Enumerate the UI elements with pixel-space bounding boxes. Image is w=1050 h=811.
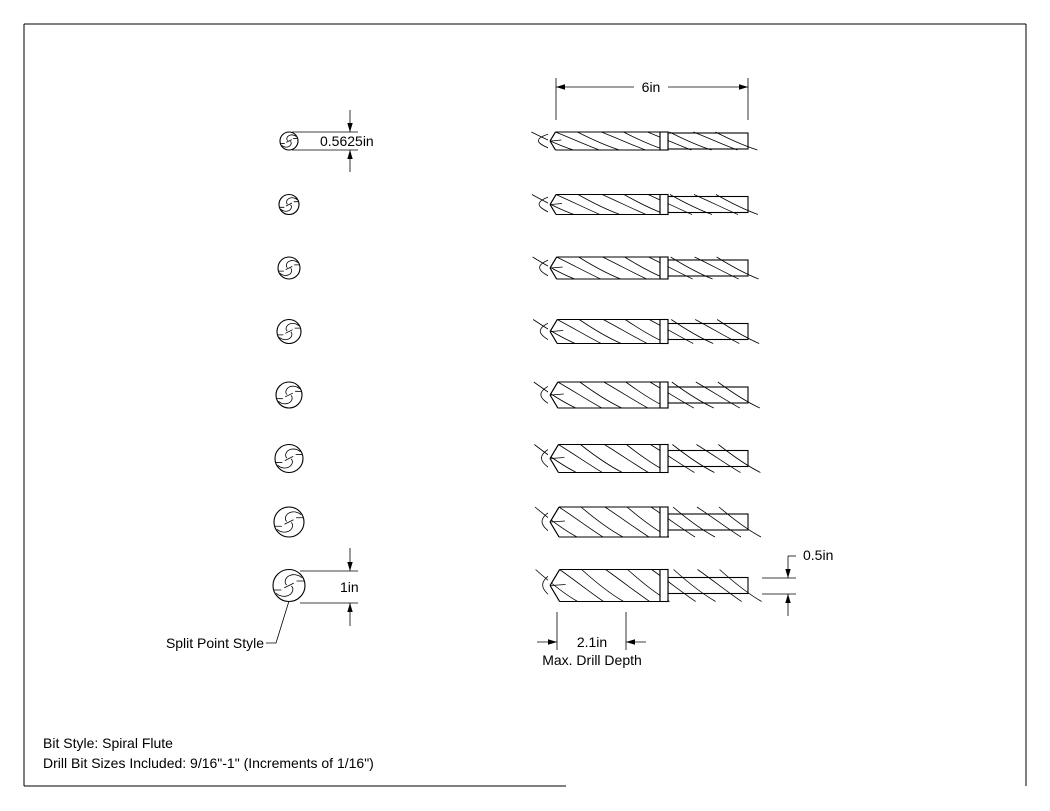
bit-side-view xyxy=(533,368,760,422)
sizes-included-note: Drill Bit Sizes Included: 9/16"-1" (Incr… xyxy=(43,755,374,771)
sheet-border xyxy=(23,23,1027,787)
overall-length-label: 6in xyxy=(642,79,661,95)
bit-end-view xyxy=(277,256,301,280)
bit-end-view xyxy=(273,506,305,538)
bit-end-view xyxy=(279,131,299,151)
bit-end-view xyxy=(275,381,303,409)
bit-end-view xyxy=(272,568,306,603)
drill-depth-caption: Max. Drill Depth xyxy=(542,652,642,668)
large-diameter-label: 1in xyxy=(340,579,359,595)
end-view-column xyxy=(272,131,306,603)
bit-end-view xyxy=(274,443,304,474)
bit-side-view xyxy=(534,493,762,551)
bit-side-view xyxy=(531,118,758,164)
drill-depth-dimension: 2.1in Max. Drill Depth xyxy=(537,612,646,668)
bit-side-view xyxy=(535,555,762,616)
shank-diameter-label: 0.5in xyxy=(803,547,833,563)
split-point-callout: Split Point Style xyxy=(166,600,290,651)
bit-side-view xyxy=(532,243,759,293)
notes-block: Bit Style: Spiral Flute Drill Bit Sizes … xyxy=(43,735,374,771)
bit-end-view xyxy=(278,193,300,216)
small-diameter-label: 0.5625in xyxy=(320,133,374,149)
bit-side-view xyxy=(532,305,760,358)
bit-side-view xyxy=(531,180,759,229)
bit-side-view xyxy=(534,430,761,487)
small-diameter-dimension: 0.5625in xyxy=(292,110,374,172)
bit-end-view xyxy=(276,318,302,345)
overall-length-dimension: 6in xyxy=(555,78,749,120)
side-view-column xyxy=(531,118,762,616)
bit-style-note: Bit Style: Spiral Flute xyxy=(43,735,173,751)
large-diameter-dimension: 1in xyxy=(300,548,359,626)
drill-depth-label: 2.1in xyxy=(577,634,607,650)
split-point-label: Split Point Style xyxy=(166,635,264,651)
shank-diameter-dimension: 0.5in xyxy=(762,547,833,616)
